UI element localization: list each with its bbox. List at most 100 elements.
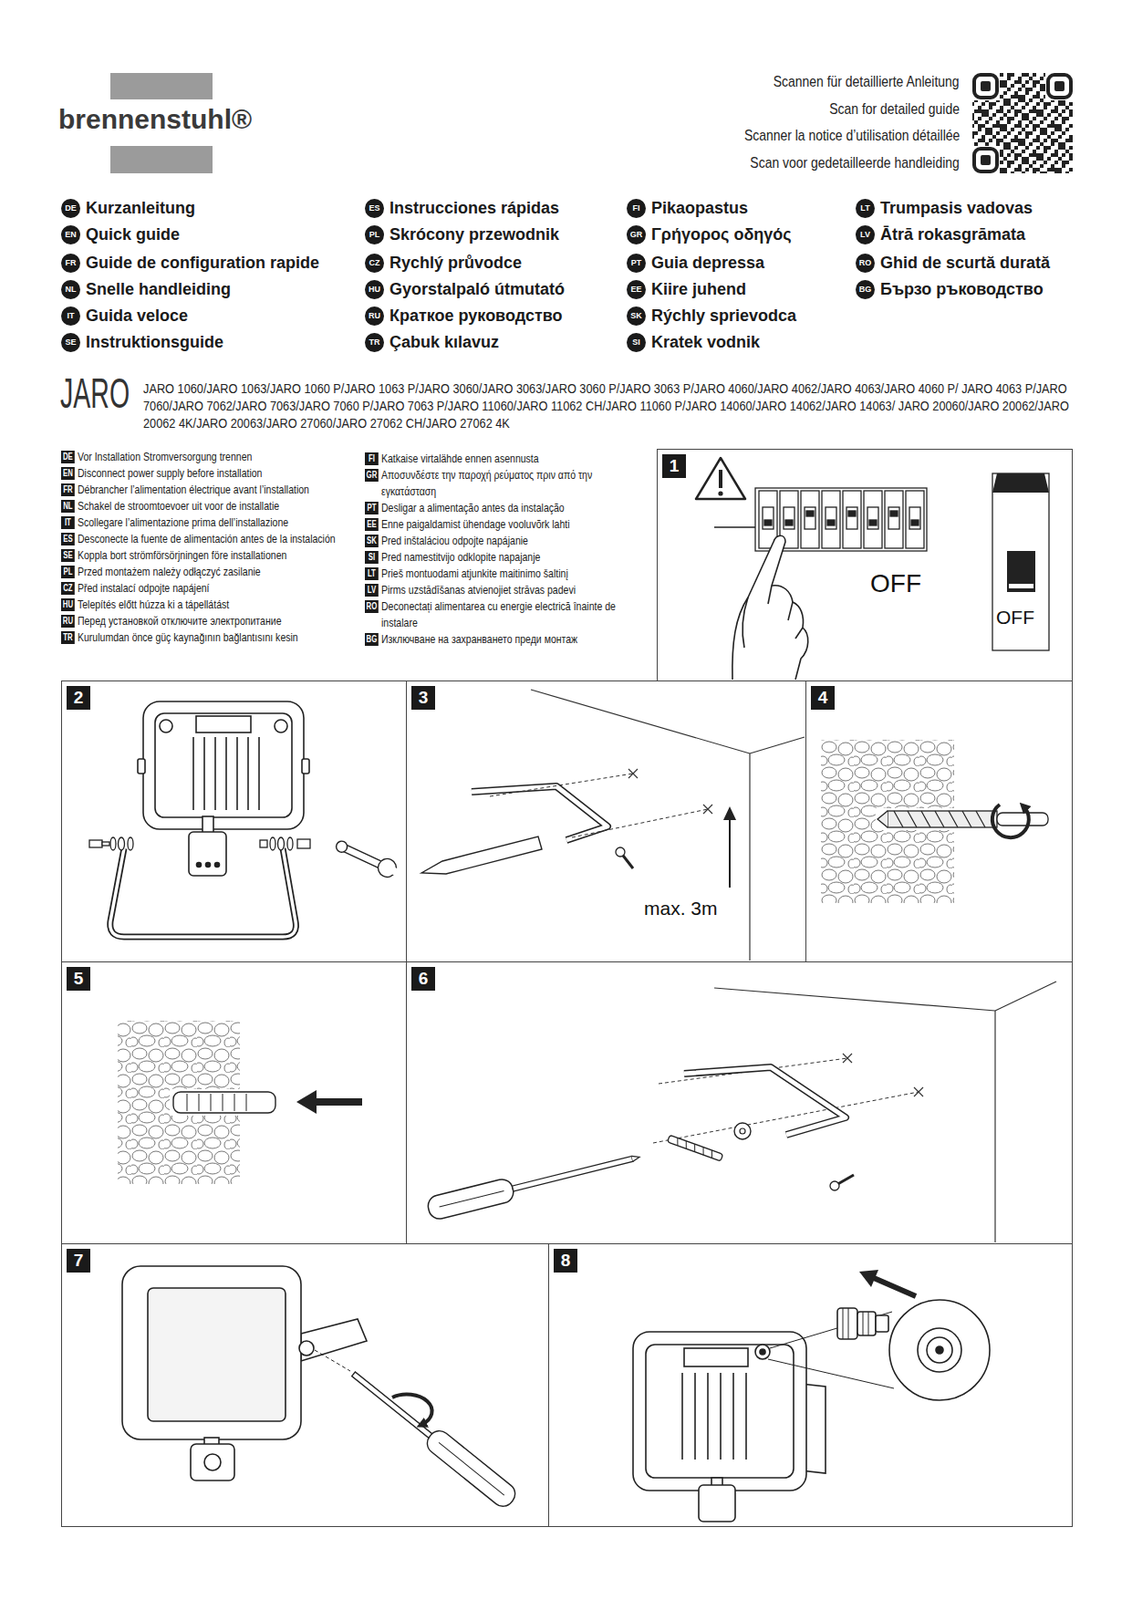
floodlight-connection-part: [684, 1348, 748, 1367]
brand-logo-bars-part: [110, 145, 213, 174]
breaker-panel-part: [846, 507, 858, 530]
floodlight-connection-part: [633, 1331, 807, 1491]
warning-text: Schakel de stroomtoevoer uit voor de ins…: [77, 498, 361, 515]
scan-hint: Scan for detailed guide: [829, 100, 960, 119]
bracket-fixing-part-part: [511, 1155, 633, 1191]
switch-off: [992, 473, 1049, 651]
language-code-badge: FI: [626, 198, 646, 219]
floodlight-connection-part: [859, 1269, 879, 1288]
dimension-label: max. 3m: [643, 897, 718, 920]
floodlight-rear-part: [203, 737, 206, 811]
language-code-badge: PT: [626, 253, 646, 273]
language-code-badge: ES: [364, 198, 385, 219]
language-code-badge: SK: [626, 306, 646, 326]
floodlight-rear-part: [206, 862, 211, 868]
wall-plug-part: [173, 1091, 276, 1113]
breaker-panel-part: [804, 507, 816, 530]
floodlight-rear-part: [301, 758, 310, 774]
screw-set: [89, 837, 311, 851]
bracket-fixing-part-part: [425, 1176, 516, 1221]
bracket-marking-part: [571, 809, 708, 838]
floodlight-connection-part: [645, 1344, 794, 1478]
warning-item: PTDesligar a alimentação antes da instal…: [364, 499, 650, 517]
breaker-panel-part: [884, 490, 904, 549]
language-code-badge: TR: [61, 631, 75, 644]
language-code-badge: GR: [364, 468, 379, 482]
bracket-fixing-part: [684, 1067, 846, 1135]
bracket-fixing-part: [667, 1134, 724, 1162]
language-code-badge: LT: [855, 198, 875, 219]
warning-item: PLPrzed montażem należy odłączyć zasilan…: [61, 563, 361, 581]
language-code-badge: CZ: [61, 581, 75, 595]
guide-title: Γρήγορος οδηγός: [651, 224, 792, 245]
qr-code-part: [1045, 72, 1073, 101]
breaker-panel: [714, 488, 927, 551]
floodlight-connection-part: [848, 1308, 850, 1340]
floodlight-rear-part: [247, 737, 250, 811]
language-code-badge: GR: [626, 225, 646, 245]
language-code-badge: FI: [364, 452, 379, 466]
warning-item: HUTelepítés előtt húzza ki a tápellátást: [61, 596, 361, 613]
floodlight-front-part: [314, 1350, 351, 1371]
warning-item: BGИзключване на захранването преди монта…: [364, 631, 650, 648]
hand-part: [795, 627, 803, 639]
breaker-panel-part: [888, 507, 900, 530]
breaker-panel-part: [842, 490, 862, 549]
floodlight-connection-part: [837, 1308, 858, 1340]
qr-code-part: [974, 148, 997, 172]
floodlight-connection-part: [873, 1277, 916, 1297]
wall-corner-part: [749, 737, 805, 754]
guide-title: Kiire juhend: [651, 279, 747, 300]
bracket-marking-part: [471, 786, 608, 841]
qr-code-part: [972, 72, 1073, 174]
language-code-badge: IT: [61, 516, 75, 530]
language-code-badge: PL: [61, 565, 75, 579]
warning-text: Disconnect power supply before installat…: [77, 465, 361, 482]
language-code-badge: RU: [61, 614, 75, 628]
wrench-part: [374, 855, 400, 881]
floodlight-rear-part: [236, 737, 239, 811]
language-code-badge: FR: [61, 483, 75, 497]
language-code-badge: PT: [364, 501, 379, 515]
bracket-marking-part: [421, 836, 542, 874]
floodlight-connection-part: [768, 1359, 894, 1389]
floodlight-connection-part: [926, 1337, 953, 1363]
qr-code-part: [972, 72, 1073, 174]
guide-title: Ātrā rokasgrāmata: [880, 224, 1026, 245]
warning-text: Изключване на захранването преди монтаж: [381, 631, 650, 648]
language-code-badge: RO: [855, 253, 875, 273]
floodlight-connection-part: [842, 1308, 844, 1340]
screwdriver-tighten-part-part: [438, 1442, 505, 1496]
floodlight-connection-part: [759, 1349, 766, 1355]
floodlight-rear-part: [214, 737, 217, 811]
floodlight-connection-part: [868, 1311, 870, 1336]
step-number: 8: [553, 1248, 578, 1273]
breaker-panel-part: [783, 507, 795, 530]
guide-title: Quick guide: [85, 224, 180, 245]
warning-item: ENDisconnect power supply before install…: [61, 465, 361, 482]
floodlight-connection-part: [706, 1372, 709, 1460]
mounting-bracket-u-part: [110, 848, 297, 937]
floodlight-connection-part: [862, 1311, 864, 1336]
step-panel: 6: [405, 961, 1073, 1245]
floodlight-front: [122, 1266, 367, 1481]
language-code-badge: SI: [364, 550, 379, 564]
switch-state: OFF: [996, 606, 1035, 629]
guide-title: Guida veloce: [85, 305, 188, 326]
warning-item: FIKatkaise virtalähde ennen asennusta: [364, 450, 650, 468]
bracket-fixing-part: [830, 1181, 840, 1191]
floodlight-connection-part: [732, 1372, 735, 1460]
breaker-panel-part: [827, 519, 835, 526]
warning-text: Scollegare l’alimentazione prima dell’in…: [77, 514, 361, 531]
qr-code-part: [972, 72, 1000, 101]
guide-title: Instruktionsguide: [85, 332, 224, 353]
wall-plug-part: [186, 1093, 247, 1112]
drilling-part: [992, 804, 1029, 838]
floodlight-connection-part: [769, 1311, 893, 1349]
floodlight-connection-part: [755, 1344, 770, 1360]
guide-title: Rýchly sprievodca: [651, 305, 797, 326]
guide-title: Краткое руководство: [389, 305, 563, 326]
language-code-badge: EE: [626, 280, 646, 300]
guide-title: Kurzanleitung: [85, 197, 196, 219]
warning-item: ITScollegare l’alimentazione prima dell’…: [61, 514, 361, 531]
